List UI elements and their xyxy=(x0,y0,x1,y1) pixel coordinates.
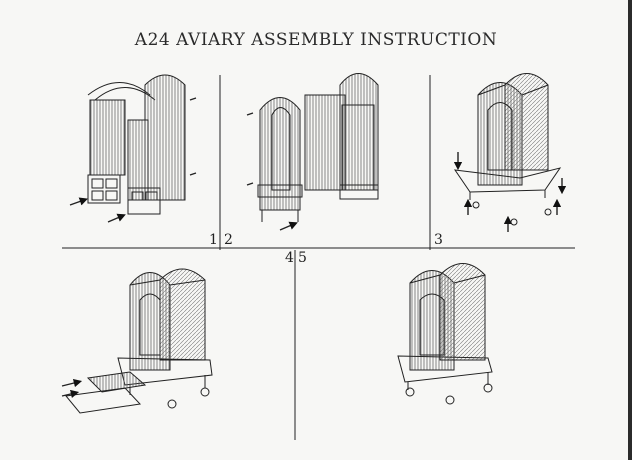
panel-grid xyxy=(62,75,575,440)
arrow-icon xyxy=(189,172,197,176)
arrow-icon xyxy=(246,182,254,186)
step-number-5: 5 xyxy=(298,250,307,266)
arrow-icon xyxy=(279,221,298,231)
step4-illustration xyxy=(61,268,213,414)
step5-illustration xyxy=(397,263,493,405)
step-number-2: 2 xyxy=(224,232,233,248)
bolt-icon xyxy=(544,208,552,216)
bolt-icon xyxy=(510,218,518,226)
step-number-1: 1 xyxy=(209,232,218,248)
arrow-icon xyxy=(69,197,88,206)
bolt-icon xyxy=(472,201,480,209)
step-number-4: 4 xyxy=(285,250,294,266)
step3-illustration xyxy=(453,73,567,232)
step2-illustration xyxy=(246,73,379,231)
caster-icon xyxy=(483,383,493,393)
caster-icon xyxy=(405,387,415,397)
arrow-icon xyxy=(246,112,254,116)
arrow-icon xyxy=(61,378,83,388)
arrow-icon xyxy=(107,213,126,223)
caster-icon xyxy=(200,387,210,397)
document-title: A24 AVIARY ASSEMBLY INSTRUCTION xyxy=(134,30,498,50)
caster-icon xyxy=(167,399,177,409)
arrow-icon xyxy=(61,389,80,399)
step-number-3: 3 xyxy=(434,232,443,248)
page-edge xyxy=(628,0,632,460)
arrow-icon xyxy=(189,97,197,101)
caster-icon xyxy=(445,395,455,405)
step1-illustration xyxy=(69,74,197,223)
